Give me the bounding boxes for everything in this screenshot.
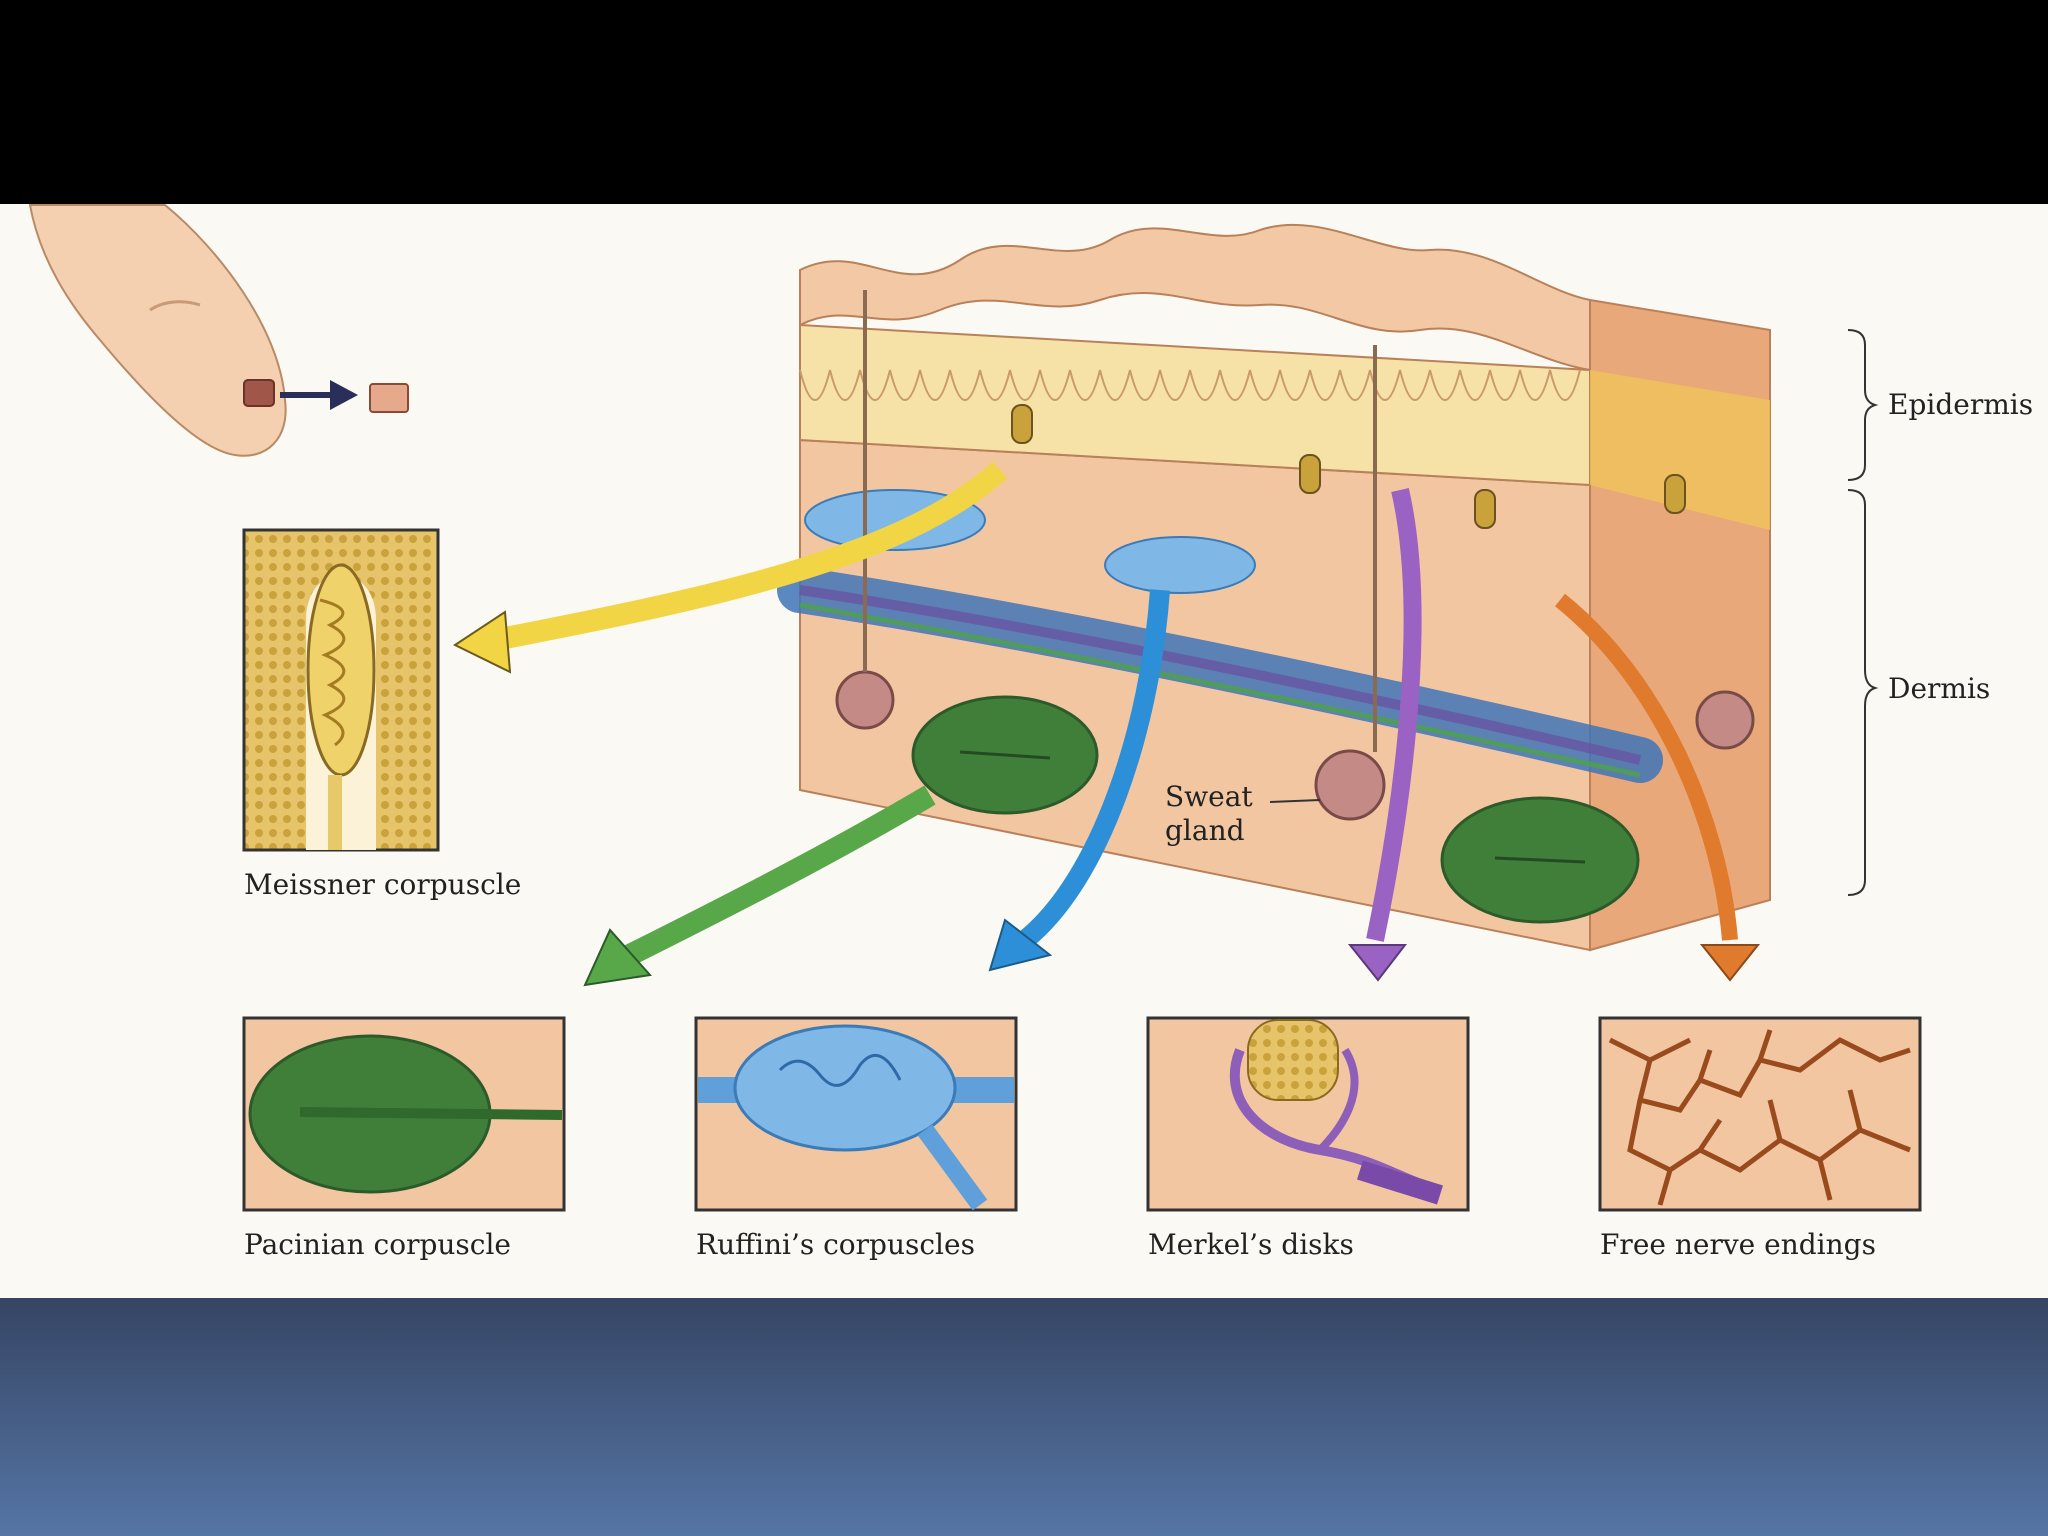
free-nerve-arrowhead [1702, 945, 1758, 980]
layer-brackets [1848, 330, 1875, 895]
ruffini-inset [696, 1018, 1016, 1210]
sweat-gland-label-line-2: gland [1165, 814, 1265, 848]
free-nerve-endings-label: Free nerve endings [1600, 1228, 1876, 1261]
skin-block [800, 225, 1770, 950]
epidermis-label: Epidermis [1888, 388, 2033, 421]
pacinian-inset [244, 1018, 564, 1210]
pacinian-corpuscle-label: Pacinian corpuscle [244, 1228, 511, 1261]
pacinian-arrow [620, 795, 930, 960]
fingertip-illustration [30, 205, 286, 456]
meissner-arrowhead [455, 612, 510, 672]
merkel-arrowhead [1350, 945, 1405, 980]
meissner-corpuscle-label: Meissner corpuscle [244, 868, 521, 901]
sweat-gland-label: Sweat gland [1165, 780, 1265, 848]
merkel-inset [1148, 1018, 1468, 1210]
meissner-inset [244, 530, 438, 850]
merkel-disks-label: Merkel’s disks [1148, 1228, 1354, 1261]
ruffini-corpuscles-label: Ruffini’s corpuscles [696, 1228, 975, 1261]
dermis-label: Dermis [1888, 672, 1990, 705]
free-nerve-inset [1600, 1018, 1920, 1210]
skin-sample-arrow-icon [280, 380, 408, 412]
sweat-gland-label-line-1: Sweat [1165, 780, 1265, 814]
